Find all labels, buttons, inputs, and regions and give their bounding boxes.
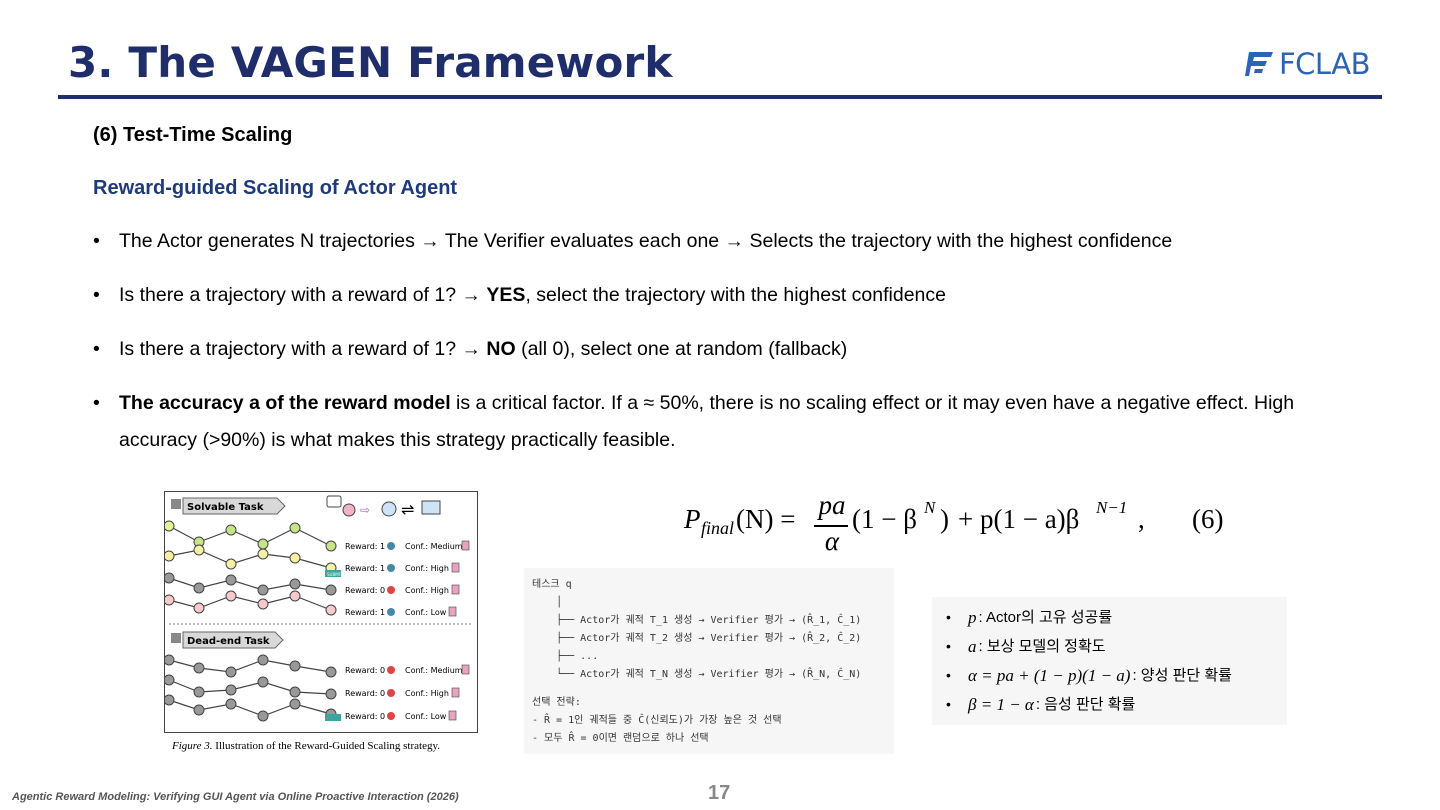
magnifier-icon [387,712,395,720]
arrow-icon: ⇨ [360,503,370,517]
section-heading: (6) Test-Time Scaling [93,124,293,146]
variable-item: •α = pa + (1 − p)(1 − a): 양성 판단 확률 [946,666,1232,685]
solvable-row-labels: Reward: 1 Conf.: Medium Reward: 1 Conf.:… [345,540,470,617]
conf-label: Conf.: High [405,564,449,573]
solvable-label: Solvable Task [187,502,264,513]
formula-lhs-arg: (N) = [736,504,796,534]
solvable-trajectories [168,525,332,611]
task-icon [171,499,181,509]
magnifier-icon [387,564,395,572]
magnifier-icon [387,608,395,616]
monitor-icon [421,500,441,515]
reward-label: Reward: 0 [345,666,385,675]
deadend-banner [182,631,284,649]
robot-icon [381,501,397,517]
code-line: - 모두 R̂ = 0이면 랜덤으로 하나 선택 [532,733,709,744]
formula-frac-num: pa [818,490,846,520]
footer-citation: Agentic Reward Modeling: Verifying GUI A… [12,791,459,803]
magnifier-icon [387,666,395,674]
variable-item: •a: 보상 모델의 정확도 [946,637,1106,656]
bullet-item: Is there a trajectory with a reward of 1… [93,336,1333,363]
code-line: ├── Actor가 궤적 T_2 생성 → Verifier 평가 → (R̂… [532,633,862,644]
subsection-heading: Reward-guided Scaling of Actor Agent [93,177,458,199]
magnifier-icon [387,586,395,594]
submit-label: SUBMIT [327,572,343,577]
figure-drawing: Solvable Task ⇨ ⇌ SUBMIT Reward: 1 Conf.… [163,495,473,722]
conf-label: Conf.: High [405,689,449,698]
formula-6: P final (N) = pa α (1 − β N ) + p(1 − a)… [684,490,1244,560]
code-line: 선택 전략: [532,697,581,708]
page-number: 17 [708,782,731,804]
person-icon [448,710,457,721]
formula-term1-close: ) [940,504,949,534]
variable-item: •β = 1 − α: 음성 판단 확률 [946,695,1136,714]
magnifier-icon [387,542,395,550]
formula-number: (6) [1192,504,1224,534]
conf-label: Conf.: Medium [405,666,463,675]
logo-text: FCLAB [1279,47,1371,81]
person-icon [461,664,470,675]
formula-frac-den: α [824,526,840,556]
bullet-list: The Actor generates N trajectories → The… [93,228,1333,486]
code-gap [532,684,886,694]
code-line: ├── ... [532,651,599,662]
fclab-logo-icon [1245,52,1273,76]
bullet-item: The Actor generates N trajectories → The… [93,228,1333,255]
task-icon [171,633,181,643]
pseudocode-block: 테스크 q │ ├── Actor가 궤적 T_1 생성 → Verifier … [524,568,894,754]
swap-arrows-icon: ⇌ [401,500,414,519]
formula-frac-bar [814,525,848,527]
conf-label: Conf.: Low [405,712,447,721]
conf-label: Conf.: High [405,586,449,595]
fclab-logo: FCLAB [1245,47,1371,81]
person-icon [448,606,457,617]
slide-title: 3. The VAGEN Framework [68,38,673,87]
reward-label: Reward: 1 [345,564,385,573]
submit-badge [325,570,341,577]
reward-label: Reward: 0 [345,712,385,721]
conf-label: Conf.: Medium [405,542,463,551]
variable-item: •p: Actor의 고유 성공률 [946,608,1113,627]
variable-definitions: •p: Actor의 고유 성공률 •a: 보상 모델의 정확도 •α = pa… [932,597,1287,725]
person-icon [451,584,460,595]
chat-bubble-icon [326,495,342,508]
code-line: │ [532,597,563,608]
formula-lhs-sub: final [701,518,735,538]
reward-label: Reward: 1 [345,542,385,551]
code-line: └── Actor가 궤적 T_N 생성 → Verifier 평가 → (R̂… [532,669,862,680]
magnifier-icon [387,689,395,697]
formula-term1: (1 − β [852,504,917,534]
deadend-row-labels: Reward: 0 Conf.: Medium Reward: 0 Conf.:… [345,664,470,721]
reward-label: Reward: 0 [345,689,385,698]
person-icon [461,540,470,551]
reward-guided-scaling-figure: Solvable Task ⇨ ⇌ SUBMIT Reward: 1 Conf.… [163,491,478,733]
conf-label: Conf.: Low [405,608,447,617]
deadend-label: Dead-end Task [187,636,270,647]
submit-badge [325,714,341,721]
formula-term2-tail: , [1138,504,1145,534]
reward-label: Reward: 1 [345,608,385,617]
code-line: - R̂ = 1인 궤적들 중 Ĉ(신뢰도)가 가장 높은 것 선택 [532,715,782,726]
formula-term1-sup: N [924,498,936,517]
title-divider [58,95,1382,99]
code-line: 테스크 q [532,579,572,590]
bullet-item: Is there a trajectory with a reward of 1… [93,282,1333,309]
deadend-trajectories [168,659,332,717]
figure-caption: Figure 3. Illustration of the Reward-Gui… [172,740,441,752]
formula-term2-sup: N−1 [1096,498,1128,517]
formula-term2: + p(1 − a)β [958,504,1080,534]
reward-label: Reward: 0 [345,586,385,595]
person-icon [451,562,460,573]
person-icon [451,687,460,698]
code-line: ├── Actor가 궤적 T_1 생성 → Verifier 평가 → (R̂… [532,615,862,626]
formula-lhs-p: P [684,504,701,534]
user-icon [342,503,356,517]
bullet-item: The accuracy a of the reward model is a … [93,385,1333,459]
solvable-banner [182,497,286,515]
